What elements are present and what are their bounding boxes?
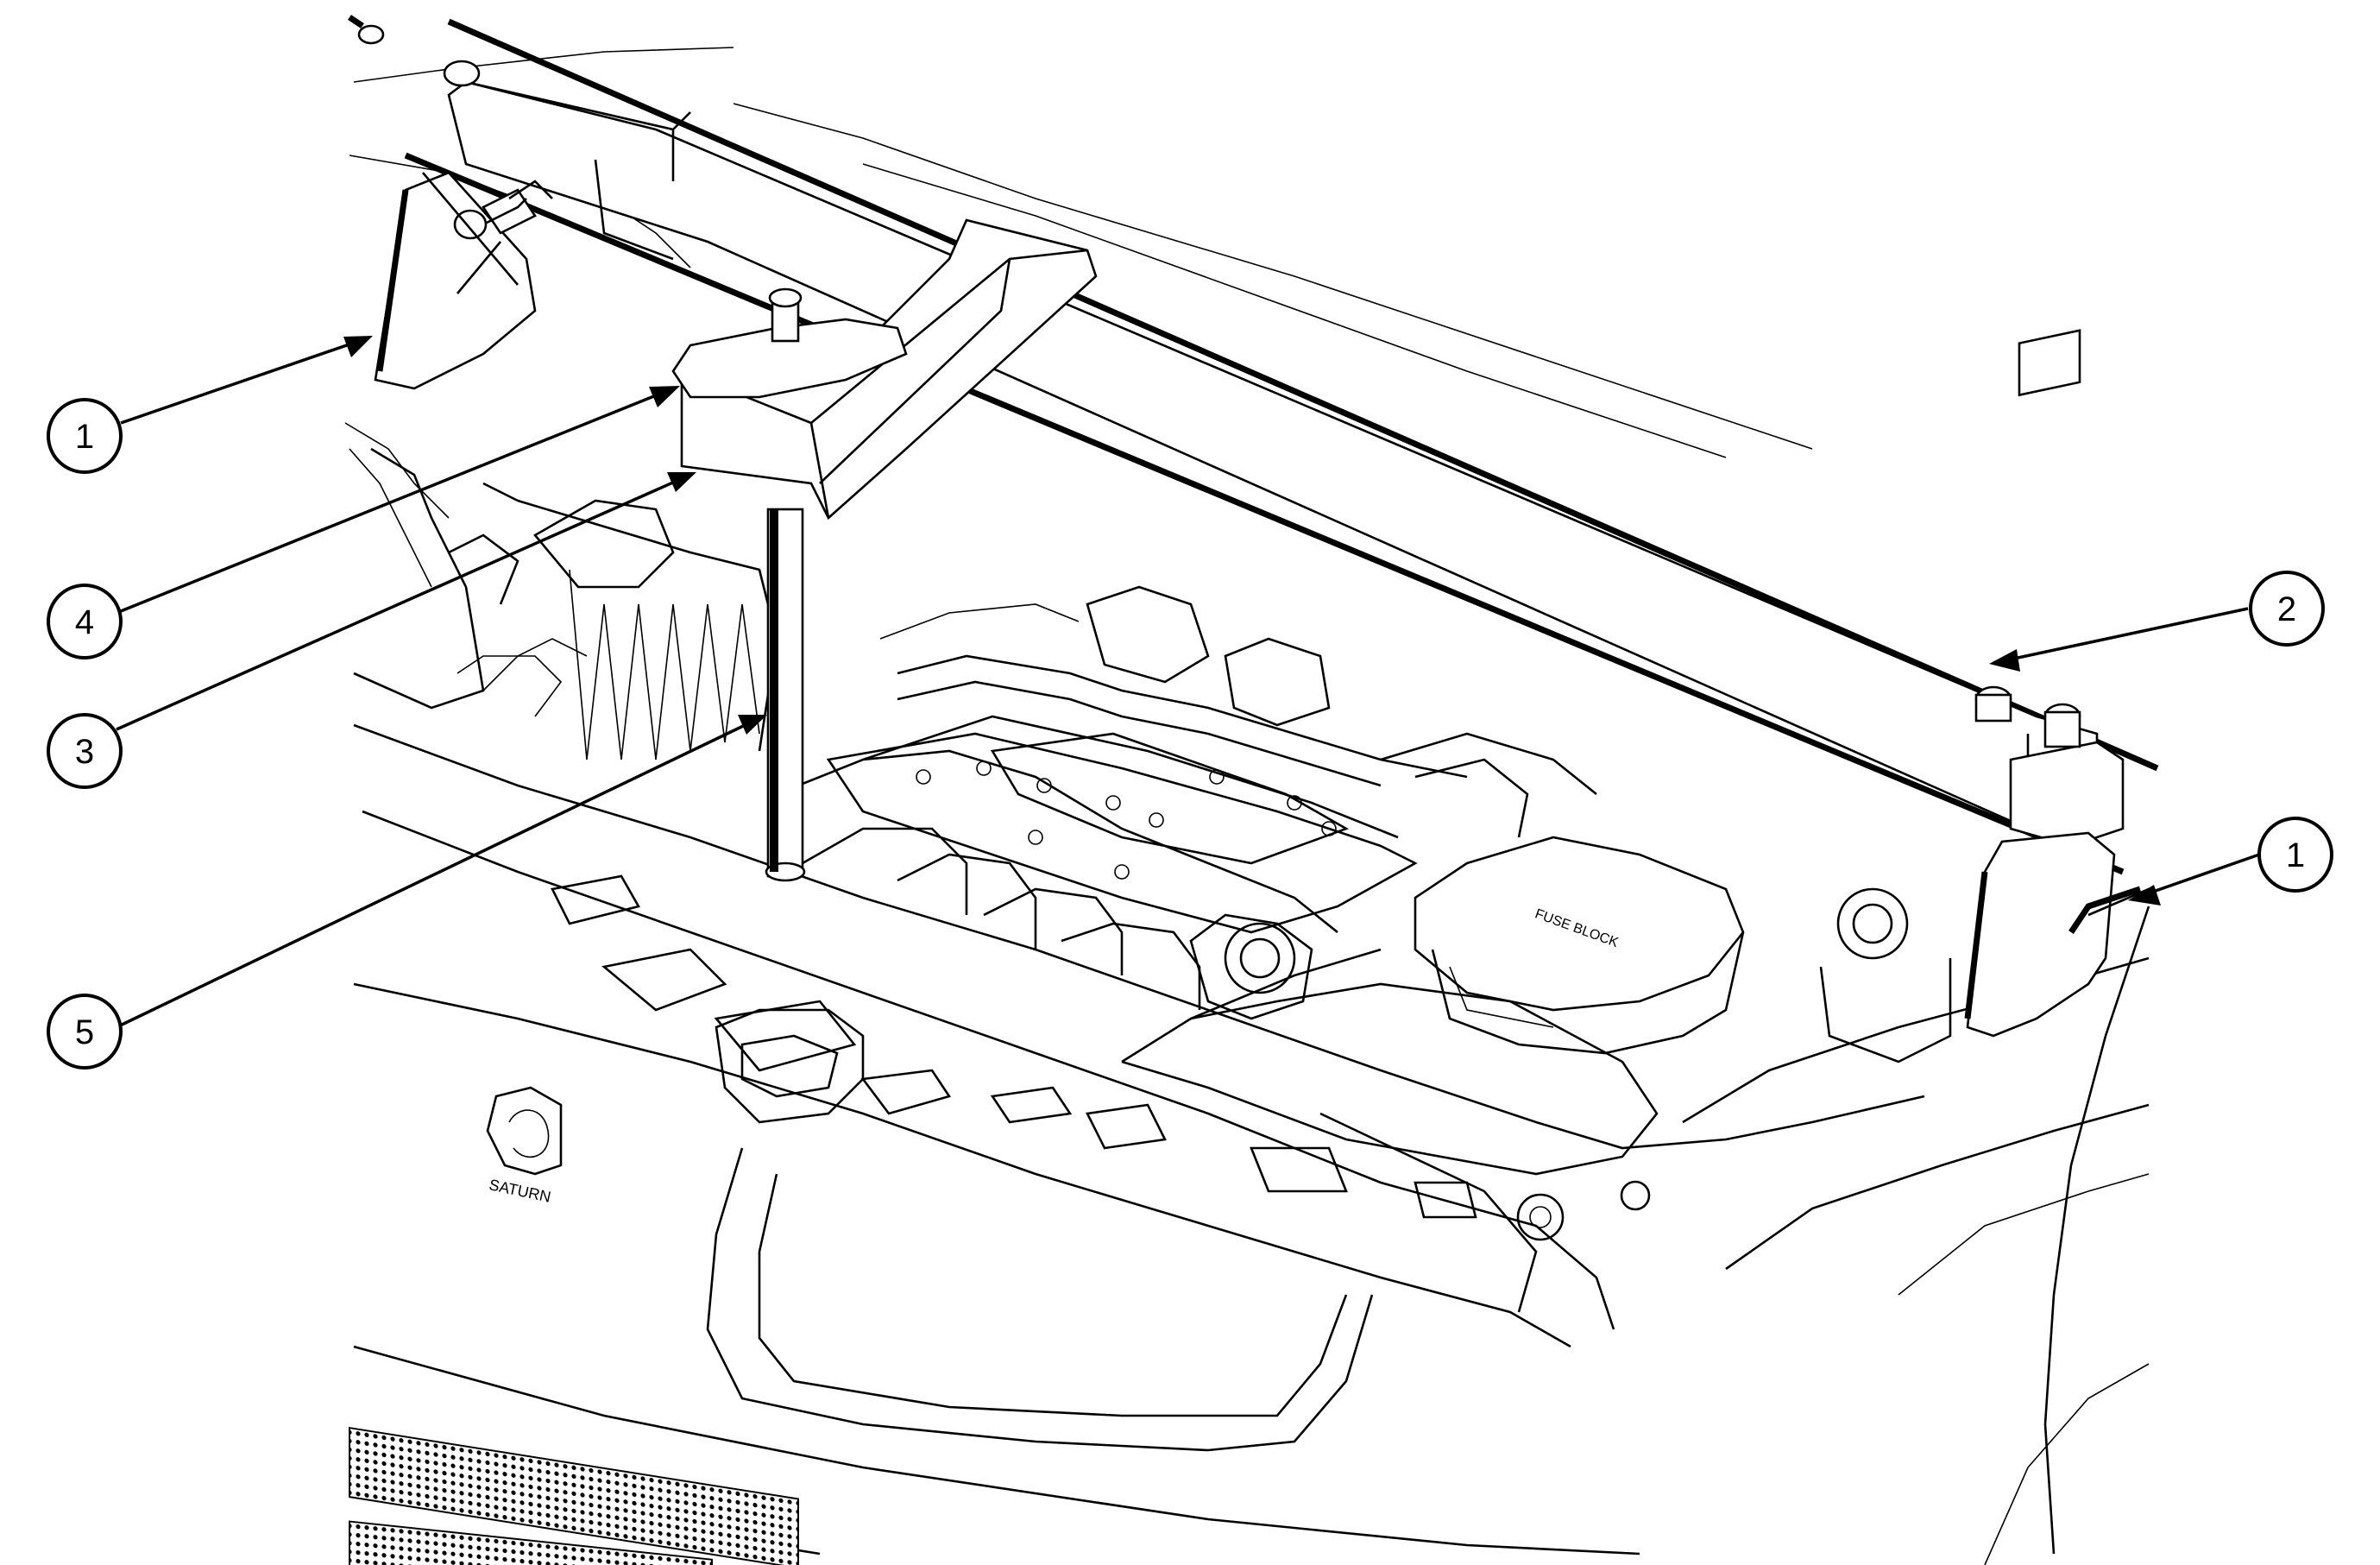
fuse-block: FUSE BLOCK [1414,836,1952,1063]
callout-label: 4 [75,603,94,641]
callout-5: 5 [47,994,123,1070]
left-support-pad [374,171,553,390]
fuse-block-label: FUSE BLOCK [1533,906,1620,950]
callout-1-right: 1 [2257,817,2333,893]
callout-label: 1 [2286,836,2305,874]
radiator-support [353,723,1925,1330]
engine [776,585,1659,1176]
support-fixture-beam [348,15,2159,875]
logo-text: SATURN [488,1176,552,1206]
right-support-pad [1964,831,2150,1038]
leader-lines [116,336,2260,1029]
callout-label: 5 [75,1013,94,1051]
callout-3: 3 [47,713,123,789]
left-strut-tower [353,447,778,760]
engine-support-bracket [671,218,1098,882]
callout-2: 2 [2249,571,2325,647]
callout-4: 4 [47,584,123,659]
grille-mesh [349,1426,799,1565]
callout-label: 2 [2277,590,2296,628]
callout-1-left: 1 [47,398,123,474]
saturn-logo: SATURN [486,1086,563,1206]
callout-label: 1 [75,418,94,456]
engine-cover-bolts [916,760,1337,880]
body-outline [344,47,2150,1565]
callout-label: 3 [75,733,94,771]
